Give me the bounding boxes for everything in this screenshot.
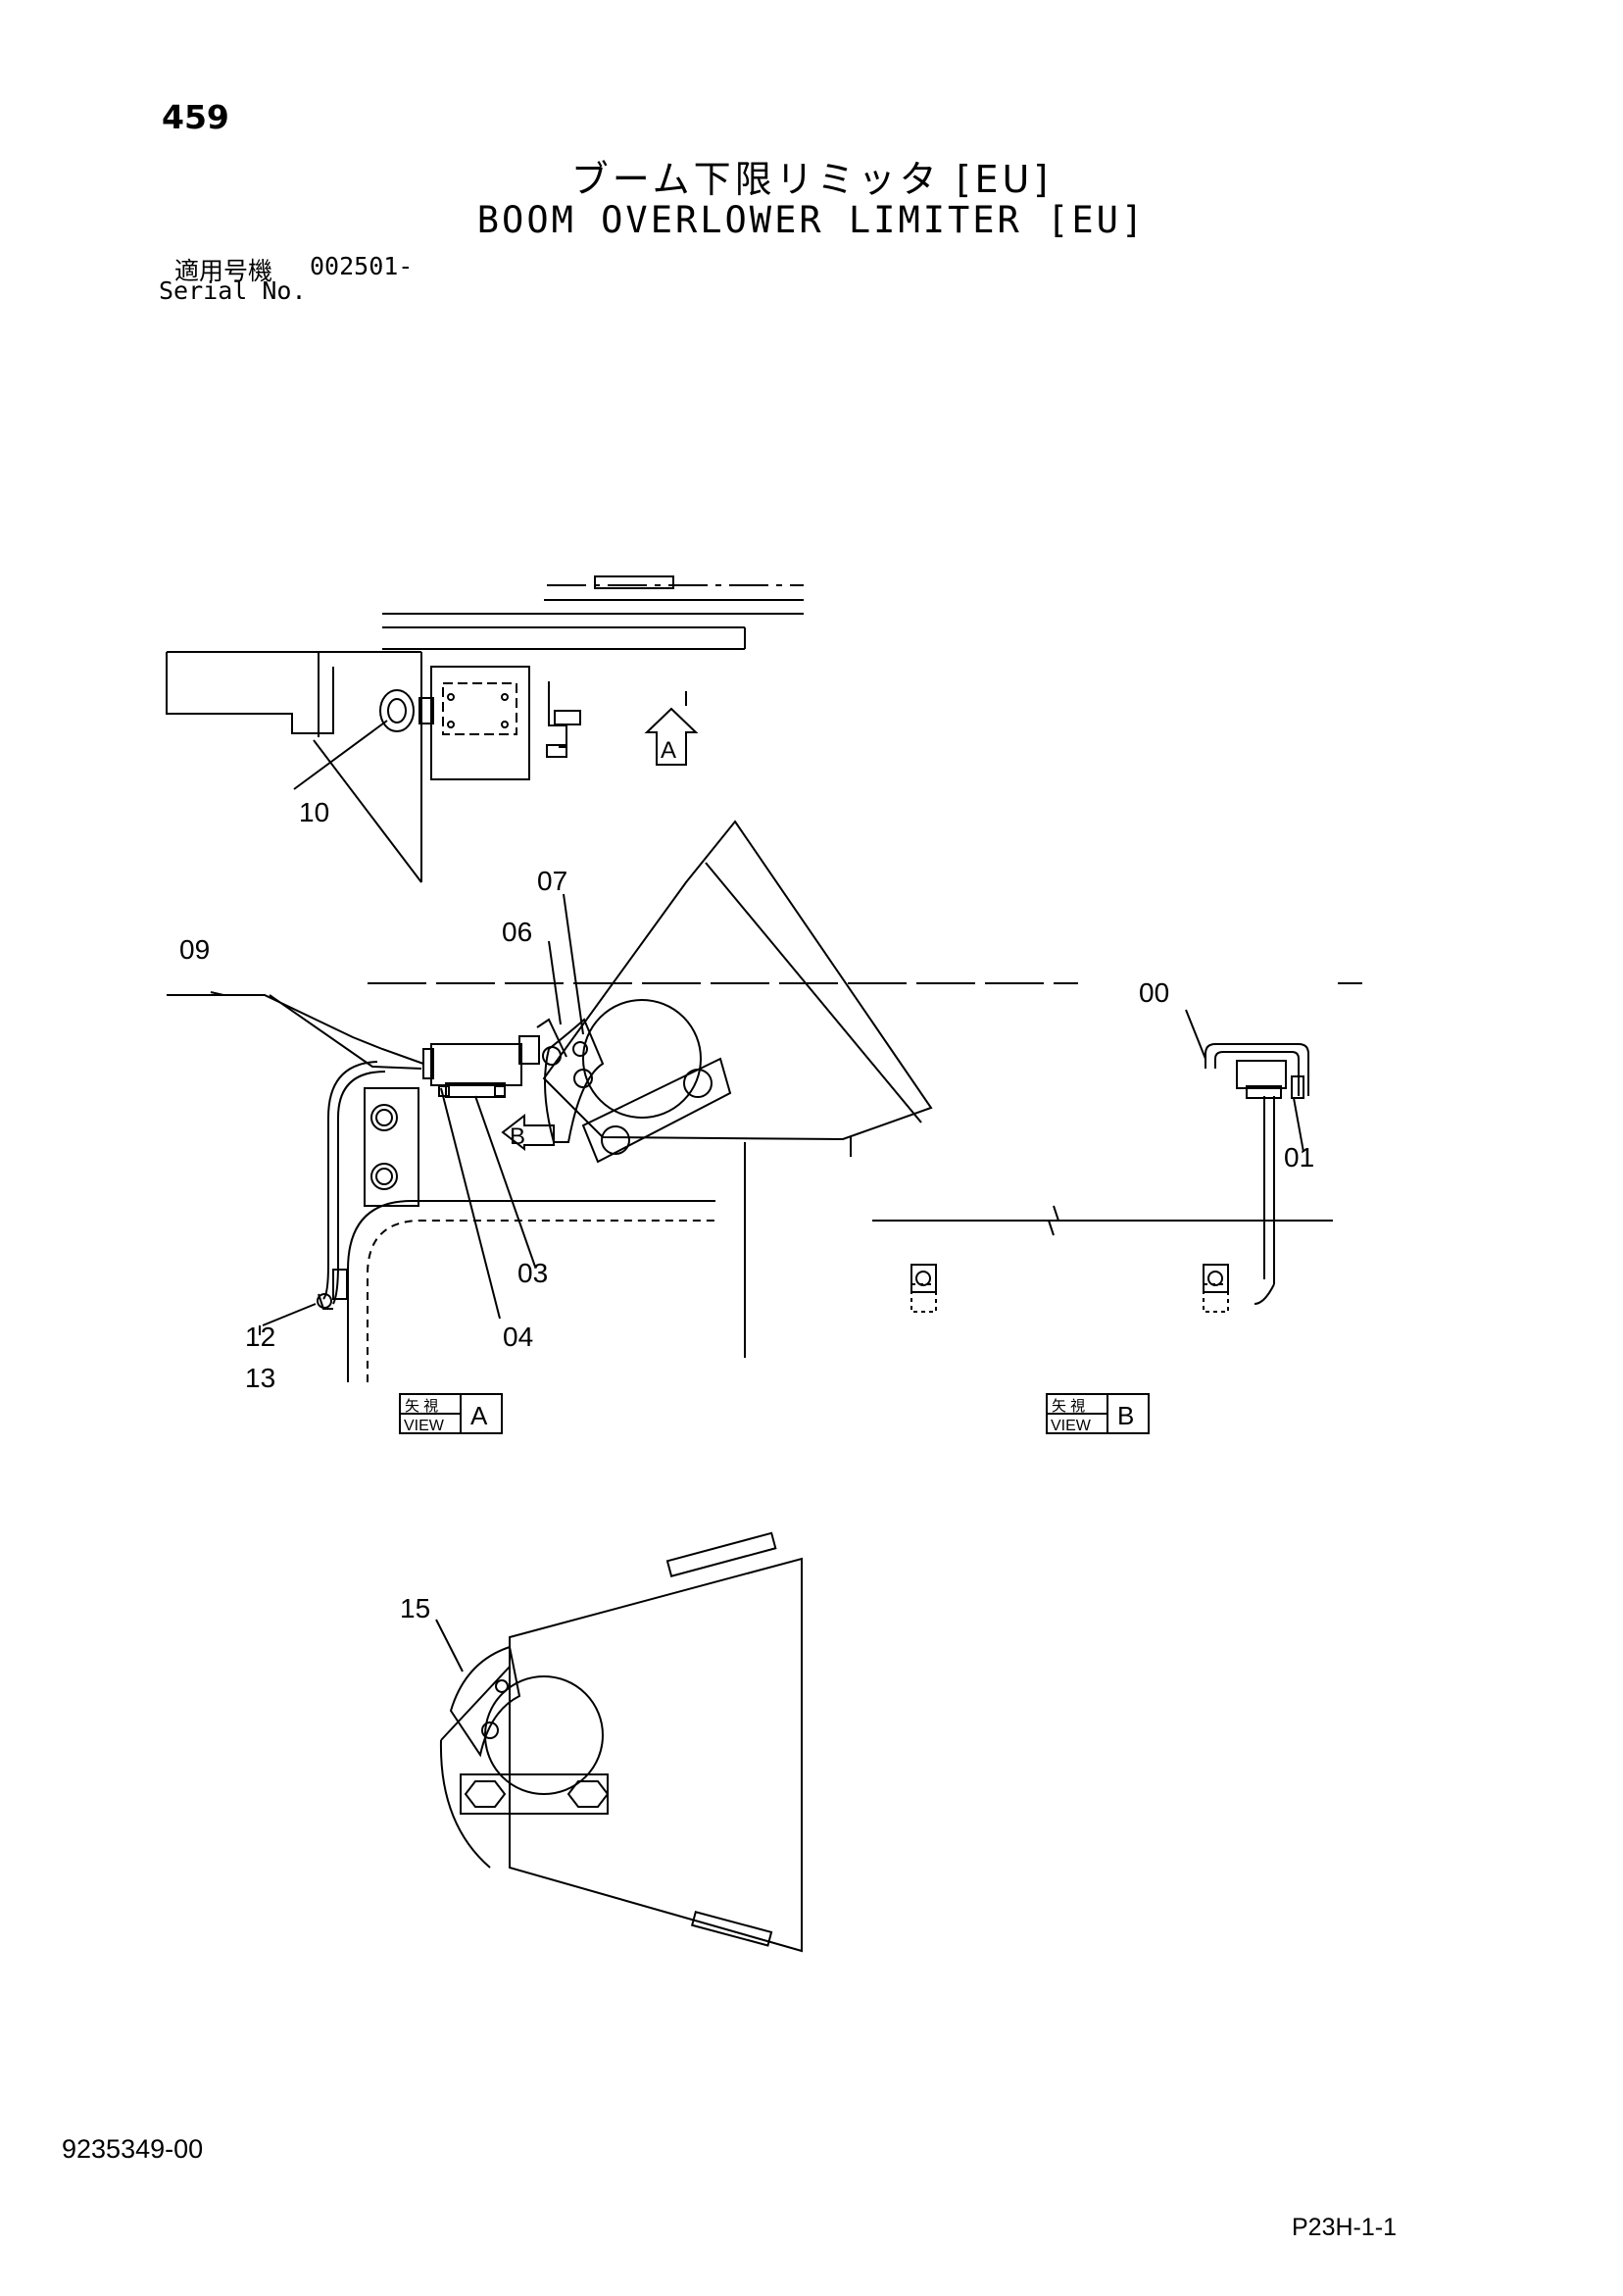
- view-a-label: 矢 視 VIEW A: [399, 1393, 503, 1434]
- document-number: 9235349-00: [62, 2134, 204, 2164]
- view-a-jp: 矢 視: [405, 1398, 438, 1415]
- title-japanese: ブーム下限リミッタ [EU]: [570, 158, 1053, 201]
- view-arrow-b-letter: B: [510, 1123, 525, 1150]
- callout-04: 04: [503, 1322, 533, 1352]
- callout-07: 07: [537, 866, 567, 896]
- view-arrow-a-letter: A: [661, 737, 676, 764]
- serial-label-japanese: 適用号機: [174, 257, 273, 285]
- serial-label-english: Serial No.: [159, 276, 307, 305]
- view-b-letter: B: [1117, 1401, 1134, 1430]
- callout-03: 03: [517, 1258, 548, 1288]
- page-number: 459: [162, 98, 229, 136]
- callout-10: 10: [299, 797, 329, 827]
- page-code: P23H-1-1: [1292, 2214, 1397, 2241]
- callout-06: 06: [502, 917, 532, 947]
- callout-13: 13: [245, 1363, 275, 1393]
- view-a-letter: A: [470, 1401, 488, 1430]
- view-b-jp: 矢 視: [1052, 1398, 1085, 1415]
- callout-01: 01: [1284, 1142, 1314, 1173]
- title-english: BOOM OVERLOWER LIMITER [EU]: [476, 199, 1147, 241]
- view-b-group: [872, 982, 1362, 1313]
- view-a-en: VIEW: [404, 1418, 445, 1434]
- callout-15: 15: [400, 1593, 430, 1623]
- callout-00: 00: [1139, 977, 1169, 1008]
- main-assembly-group: B: [167, 820, 1078, 1382]
- bottom-detail-group: [435, 1531, 803, 1953]
- view-b-label: 矢 視 VIEW B: [1046, 1393, 1150, 1434]
- callout-09: 09: [179, 934, 210, 965]
- top-detail-group: A: [166, 575, 804, 883]
- callout-12: 12: [245, 1322, 275, 1352]
- serial-number: 002501-: [310, 252, 414, 280]
- view-b-en: VIEW: [1051, 1418, 1092, 1434]
